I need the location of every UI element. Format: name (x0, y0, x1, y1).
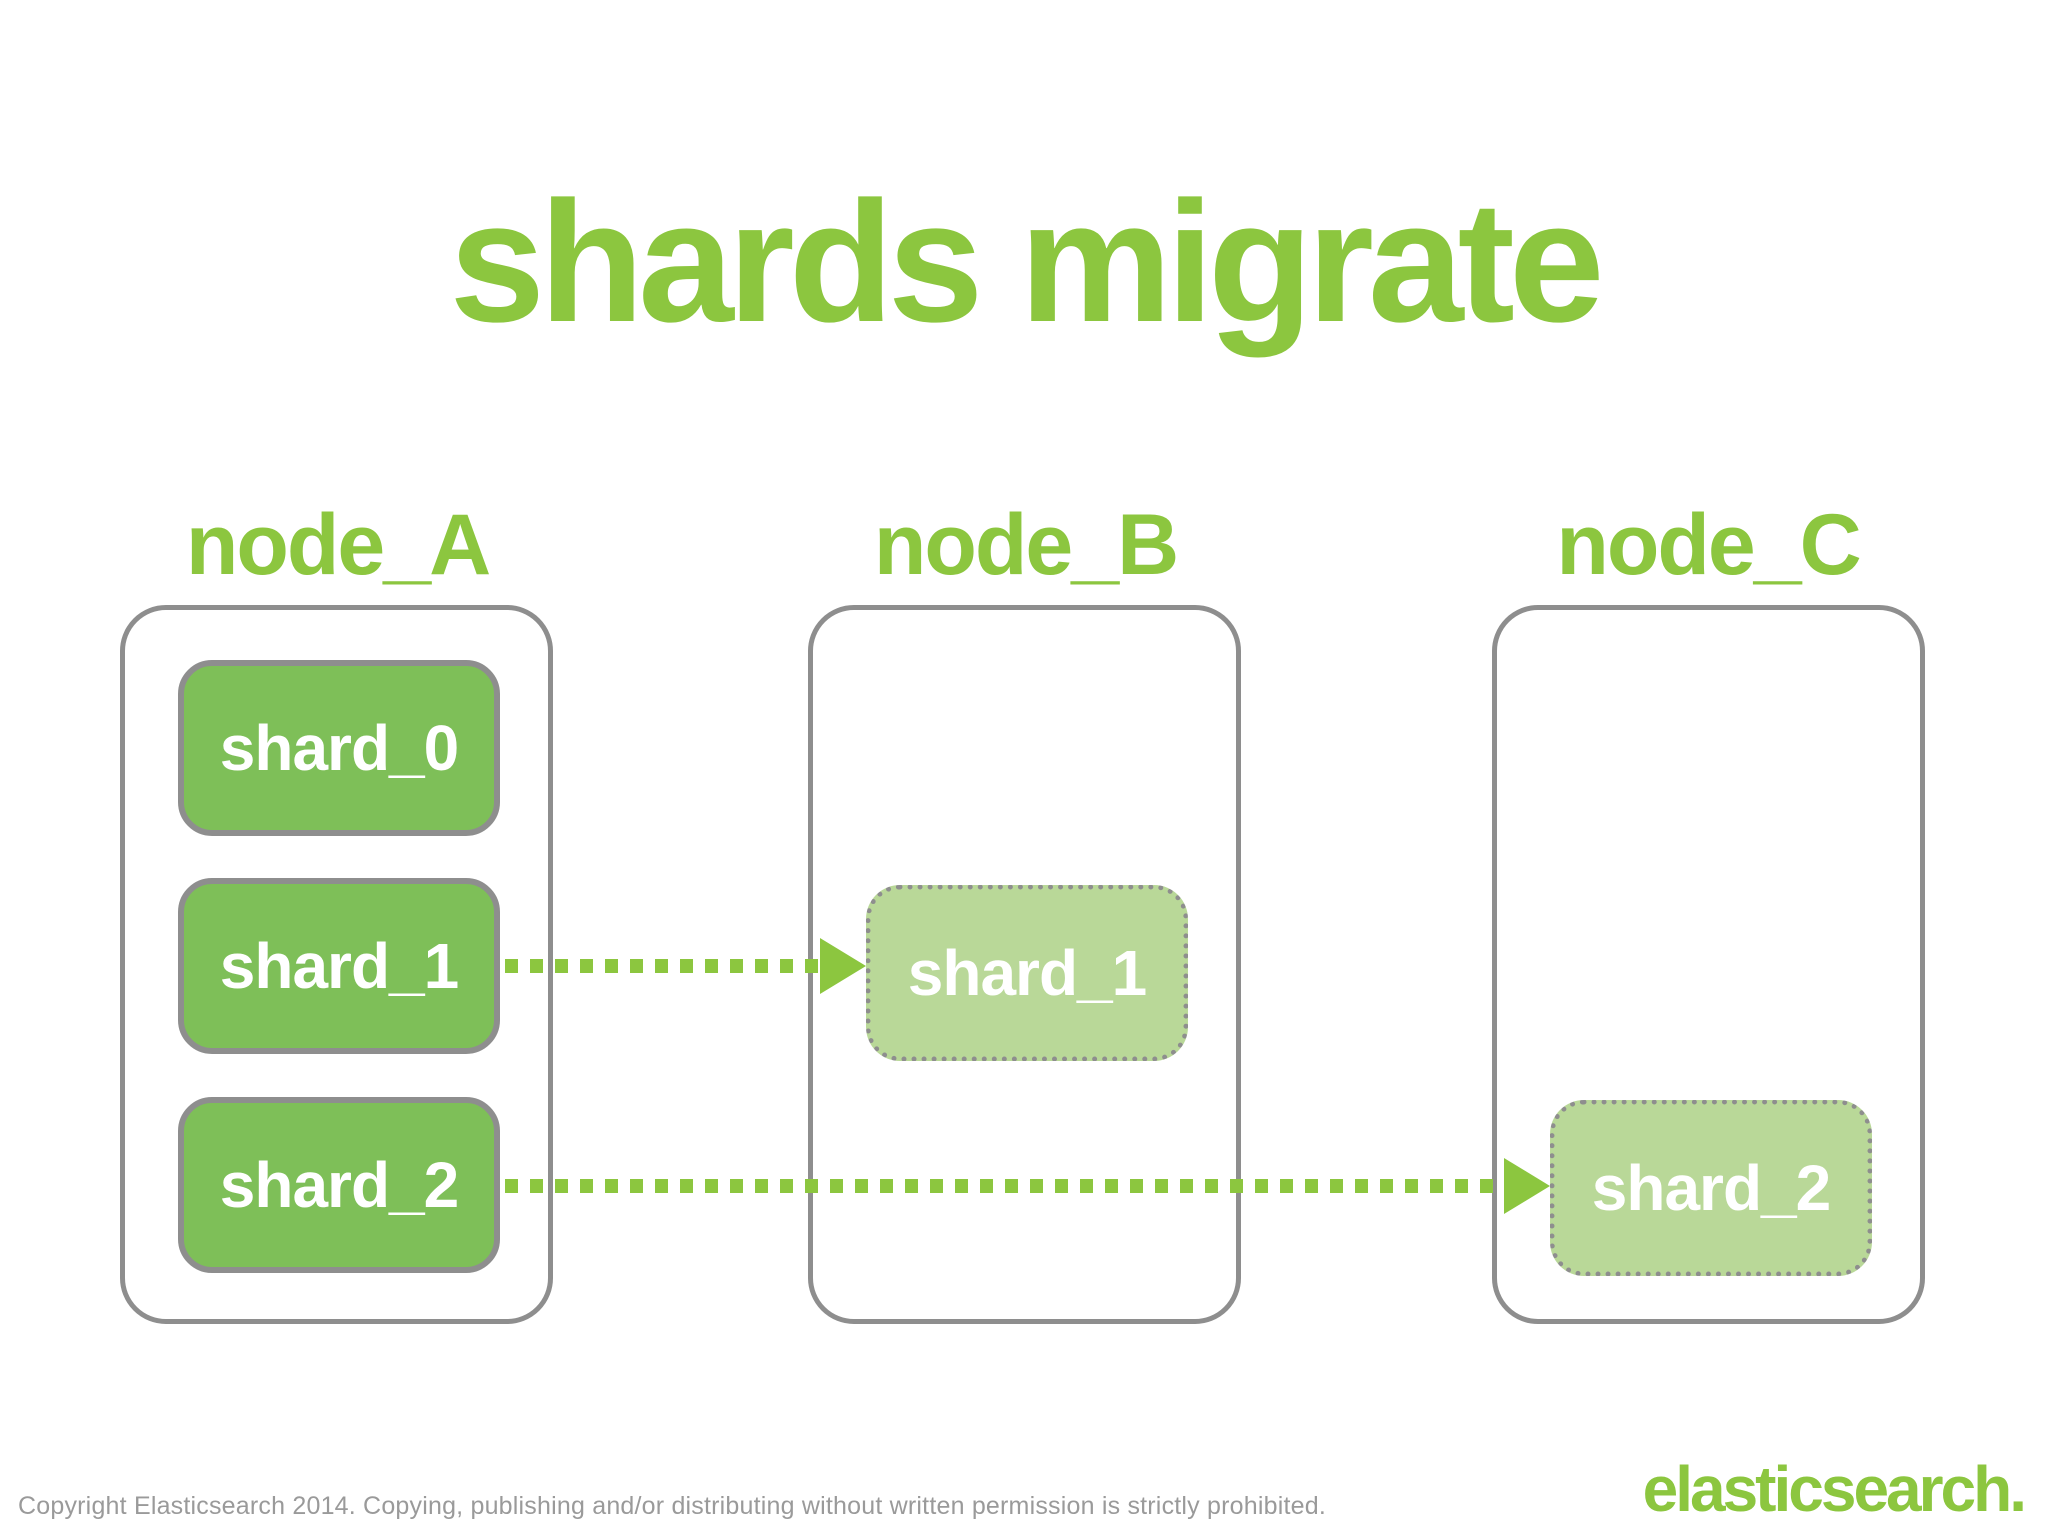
shard-2-box: shard_2 (178, 1097, 500, 1273)
migration-arrow-shard1-arrowhead-icon (820, 938, 866, 994)
migration-arrow-shard1-dotted-line (505, 959, 823, 973)
shard-0-label: shard_0 (219, 712, 459, 784)
shard-2-ghost-label: shard_2 (1591, 1152, 1831, 1224)
node-a-label: node_A (185, 497, 491, 593)
shard-2-ghost-box: shard_2 (1550, 1100, 1872, 1276)
shard-1-label: shard_1 (219, 930, 459, 1002)
shard-1-ghost-box: shard_1 (866, 885, 1188, 1061)
node-b-box: shard_1 (808, 605, 1241, 1324)
migration-arrow-shard2-arrowhead-icon (1504, 1158, 1550, 1214)
copyright-notice: Copyright Elasticsearch 2014. Copying, p… (18, 1492, 1326, 1520)
node-c-label: node_C (1556, 497, 1861, 593)
node-c-box: shard_2 (1492, 605, 1925, 1324)
node-b-label: node_B (873, 497, 1179, 593)
migration-arrow-shard2-dotted-line (505, 1179, 1507, 1193)
shard-2-label: shard_2 (219, 1149, 459, 1221)
node-a-box: shard_0 shard_1 shard_2 (120, 605, 553, 1324)
shard-1-box: shard_1 (178, 878, 500, 1054)
elasticsearch-logo: elasticsearch. (1642, 1453, 2027, 1525)
slide-title: shards migrate (449, 166, 1604, 358)
shard-0-box: shard_0 (178, 660, 500, 836)
shard-1-ghost-label: shard_1 (907, 937, 1147, 1009)
